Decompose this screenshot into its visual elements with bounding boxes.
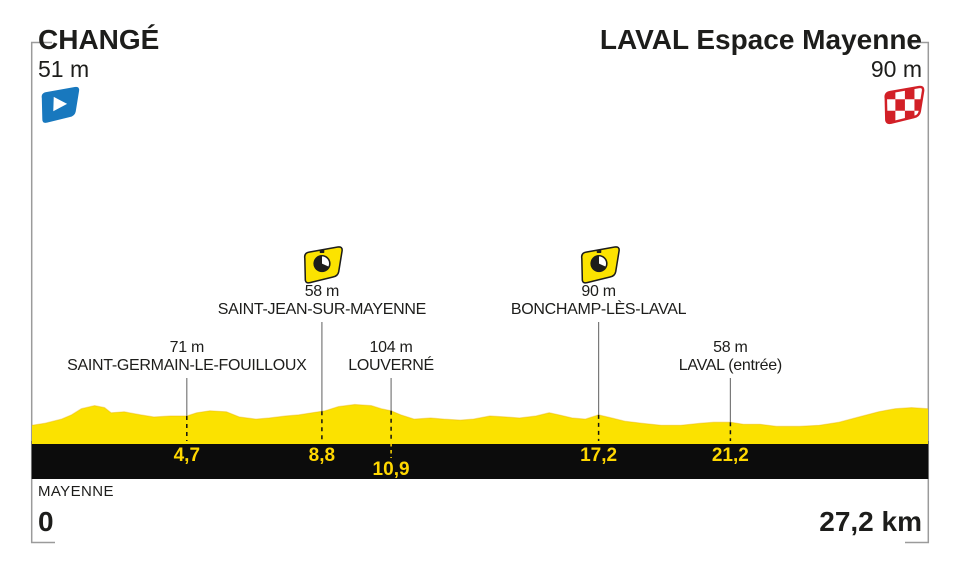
waypoint-name: BONCHAMP-LÈS-LAVAL: [510, 301, 687, 318]
finish-elevation: 90 m: [870, 56, 922, 82]
waypoint-elevation: 104 m: [369, 339, 413, 356]
waypoint-name: SAINT-JEAN-SUR-MAYENNE: [217, 301, 427, 318]
timecheck-stopwatch-icon: [576, 244, 622, 286]
finish-block: LAVAL Espace Mayenne 90 m: [600, 24, 922, 82]
km-marker-21-2: 21,2: [711, 445, 749, 466]
waypoint-elevation: 71 m: [169, 339, 205, 356]
waypoint-name: LAVAL (entrée): [678, 357, 782, 374]
timecheck-stopwatch-icon: [299, 244, 345, 286]
waypoint-name: SAINT-GERMAIN-LE-FOUILLOUX: [67, 357, 307, 374]
finish-flag-icon: [880, 84, 926, 126]
waypoint-elevation: 58 m: [713, 339, 748, 356]
waypoint-name: LOUVERNÉ: [348, 357, 434, 374]
start-flag-icon: [36, 84, 82, 126]
waypoint-label-louverne: 104 m LOUVERNÉ: [348, 339, 434, 375]
distance-start: 0: [38, 506, 54, 537]
waypoint-elevation: 58 m: [304, 283, 340, 300]
km-marker-8-8: 8,8: [308, 445, 336, 466]
km-marker-4-7: 4,7: [173, 445, 201, 466]
distance-total: 27,2 km: [819, 506, 922, 537]
waypoint-label-saint-germain: 71 m SAINT-GERMAIN-LE-FOUILLOUX: [67, 339, 307, 375]
start-block: CHANGÉ 51 m: [38, 24, 159, 82]
waypoint-elevation: 90 m: [581, 283, 616, 300]
start-elevation: 51 m: [38, 56, 90, 82]
region-label: MAYENNE: [38, 483, 114, 500]
waypoint-label-bonchamp: 90 m BONCHAMP-LÈS-LAVAL: [510, 283, 687, 319]
km-marker-17-2: 17,2: [580, 445, 618, 466]
finish-name: LAVAL Espace Mayenne: [599, 24, 922, 55]
start-name: CHANGÉ: [38, 24, 160, 55]
km-marker-10-9: 10,9: [372, 459, 410, 480]
waypoint-label-laval-entree: 58 m LAVAL (entrée): [679, 339, 782, 375]
waypoint-label-saint-jean: 58 m SAINT-JEAN-SUR-MAYENNE: [217, 283, 427, 319]
